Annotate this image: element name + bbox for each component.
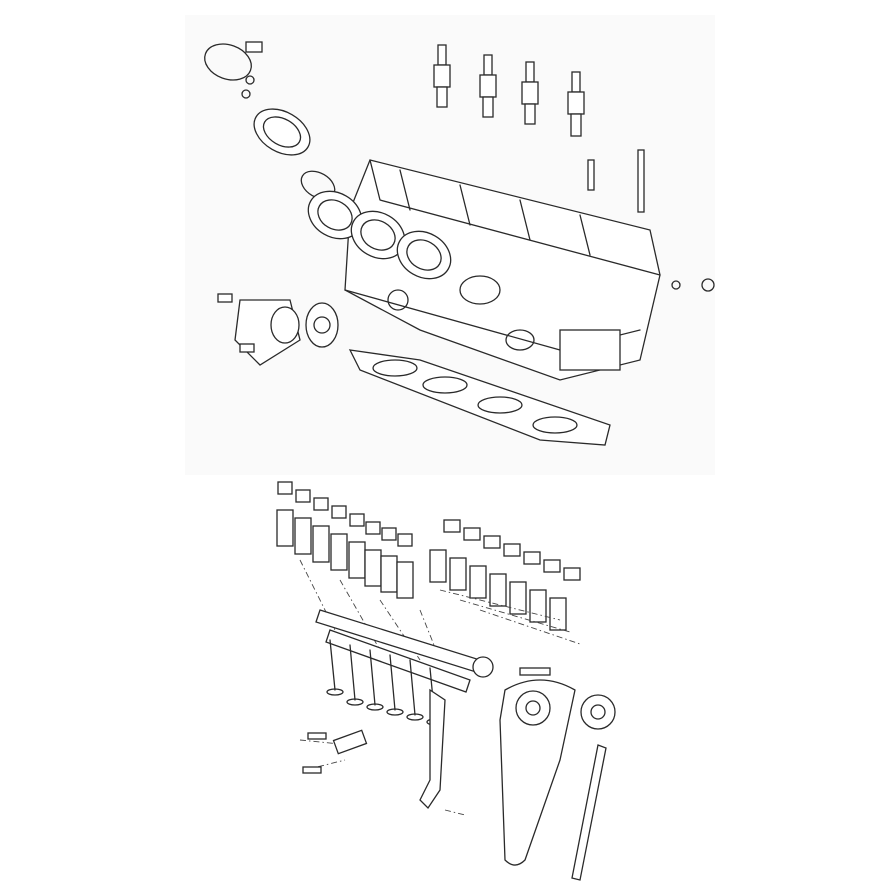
valve-spring	[276, 481, 294, 547]
spark-plug	[567, 71, 585, 137]
spark-plug	[433, 44, 451, 108]
valve-spring	[549, 567, 581, 631]
valve-spring	[469, 535, 501, 599]
center-lines	[299, 559, 581, 816]
cylinder-head	[344, 159, 661, 381]
valve-spring	[529, 559, 561, 623]
intake-clamp	[204, 41, 263, 99]
valve-spring	[396, 533, 414, 599]
valve-spring-stack-intake	[276, 481, 414, 599]
chain-tensioner	[302, 729, 368, 774]
valve-spring	[380, 527, 398, 593]
spark-plugs	[433, 44, 585, 137]
valve-spring	[364, 521, 382, 587]
bolts	[587, 149, 715, 292]
spark-plug	[479, 54, 497, 118]
valve-spring	[312, 497, 330, 563]
valve-spring	[489, 543, 521, 607]
valve-spring-stack-exhaust	[429, 519, 581, 631]
camshafts	[315, 609, 494, 693]
timing-chain	[499, 679, 576, 866]
head-gasket	[348, 349, 611, 446]
valve-spring	[429, 519, 461, 583]
valve-spring	[449, 527, 481, 591]
intake-ports	[307, 190, 452, 280]
valve-spring	[330, 505, 348, 571]
valve-spring	[294, 489, 312, 555]
cam-sprockets	[515, 690, 616, 730]
valve-spring	[348, 513, 366, 579]
valve-spring	[509, 551, 541, 615]
thermostat-housing	[217, 293, 339, 366]
chain-guide	[419, 667, 607, 881]
spark-plug	[521, 61, 539, 125]
